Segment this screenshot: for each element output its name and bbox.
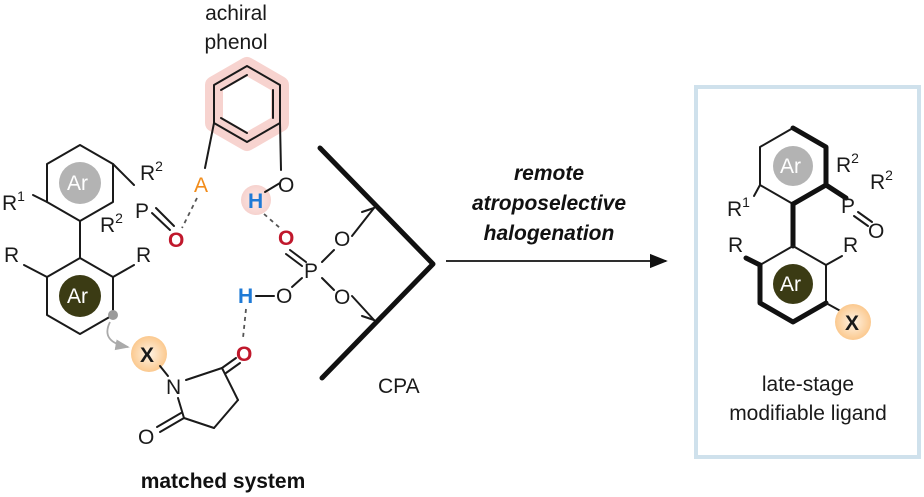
product-r2-left: R2 [836,150,859,177]
hbond-h-to-succinimide [242,308,247,339]
left-r-left: R [4,244,19,267]
left-lower-ar-label: Ar [67,285,88,308]
left-r2-bottom: R2 [100,210,123,237]
left-r1-label: R1 [2,188,25,215]
hbond-a-to-po [181,197,198,229]
acceptor-atom-a: A [194,174,208,197]
ligand-label-line1: late-stage [762,373,854,396]
succinimide-nitrogen: N [166,376,181,399]
reactive-site-arrow [106,321,130,351]
product-lower-ar-label: Ar [780,273,801,296]
left-upper-ar-disc [59,162,101,204]
arrow-label-line3: halogenation [484,222,615,245]
cpa-oxygen-lower-right: O [334,286,350,309]
halogen-glow-left [131,336,167,372]
product-r2-right: R2 [870,167,893,194]
left-lower-ar-disc [59,275,101,317]
cpa-oxygen-upper-right: O [334,228,350,251]
reactive-site-dot [108,310,118,320]
phenol-oxygen: O [278,174,294,197]
left-phosphoryl-oxygen: O [168,229,184,252]
succinimide-oxygen-bottom: O [138,426,154,449]
phenol-ring [204,57,289,171]
halogen-x-product: X [845,312,859,335]
halogen-glow-product [835,304,871,340]
cpa-phosphorus: P [304,260,318,283]
product-box [694,85,921,459]
product-upper-ar-label: Ar [780,155,801,178]
cpa-oxygen-top: O [278,227,294,250]
product-r-left: R [728,234,743,257]
product-phosphoryl-oxygen: O [868,220,884,243]
cpa-label: CPA [378,375,420,398]
product-lower-ar-disc [773,264,813,304]
ligand-label-line2: modifiable ligand [729,402,887,425]
product-upper-ar-disc [773,146,813,186]
arrow-label-line2: atroposelective [472,192,626,215]
succinimide-oxygen-top: O [236,343,252,366]
hbond-h-to-o [263,213,281,229]
cpa-oxygen-oh: O [276,285,292,308]
succinimide-ring [156,357,241,433]
halogen-x-left: X [140,344,154,367]
left-upper-ar-label: Ar [67,172,88,195]
left-r-right: R [136,244,151,267]
left-r2-top: R2 [140,158,163,185]
product-r1-label: R1 [727,194,750,221]
phenol-hydrogen: H [248,190,263,213]
cpa-hydrogen: H [238,285,253,308]
cpa-backbone [317,145,436,381]
phenol-label-line1: achiral [205,2,267,25]
product-phosphorus: P [841,195,855,218]
phenol-h-glow [241,185,271,215]
phenol-label-line2: phenol [204,31,267,54]
left-phosphorus: P [135,200,149,223]
product-r-right: R [843,234,858,257]
arrow-label-line1: remote [514,162,584,185]
matched-system-label: matched system [141,470,306,493]
